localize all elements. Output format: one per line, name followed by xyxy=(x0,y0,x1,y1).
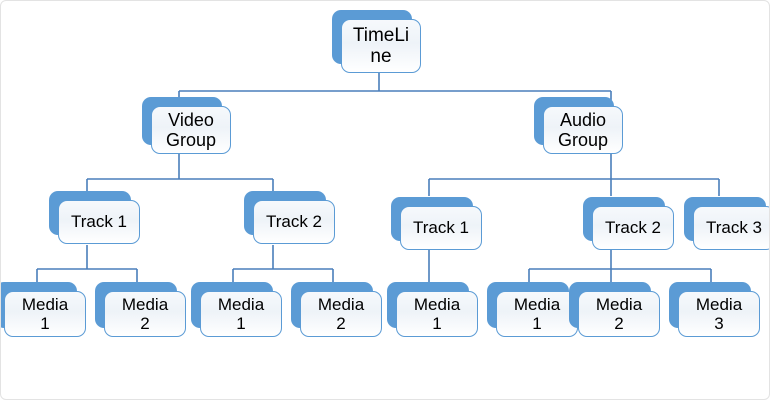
node-video-track-1[interactable]: Track 1 xyxy=(49,191,140,244)
node-video-track-2[interactable]: Track 2 xyxy=(244,191,335,244)
node-body: Track 1 xyxy=(58,200,140,244)
node-audio-track-1[interactable]: Track 1 xyxy=(391,197,482,250)
node-label: Track 2 xyxy=(604,218,662,238)
node-label: Track 3 xyxy=(705,218,763,238)
node-body: Track 3 xyxy=(693,206,769,250)
node-body: Track 2 xyxy=(253,200,335,244)
node-label: Track 1 xyxy=(70,212,128,232)
node-label: Track 1 xyxy=(412,218,470,238)
node-label: Track 2 xyxy=(265,212,323,232)
node-body: Track 1 xyxy=(400,206,482,250)
node-audio-track-3[interactable]: Track 3 xyxy=(684,197,769,250)
node-audio-track-2[interactable]: Track 2 xyxy=(583,197,674,250)
node-body: Track 2 xyxy=(592,206,674,250)
